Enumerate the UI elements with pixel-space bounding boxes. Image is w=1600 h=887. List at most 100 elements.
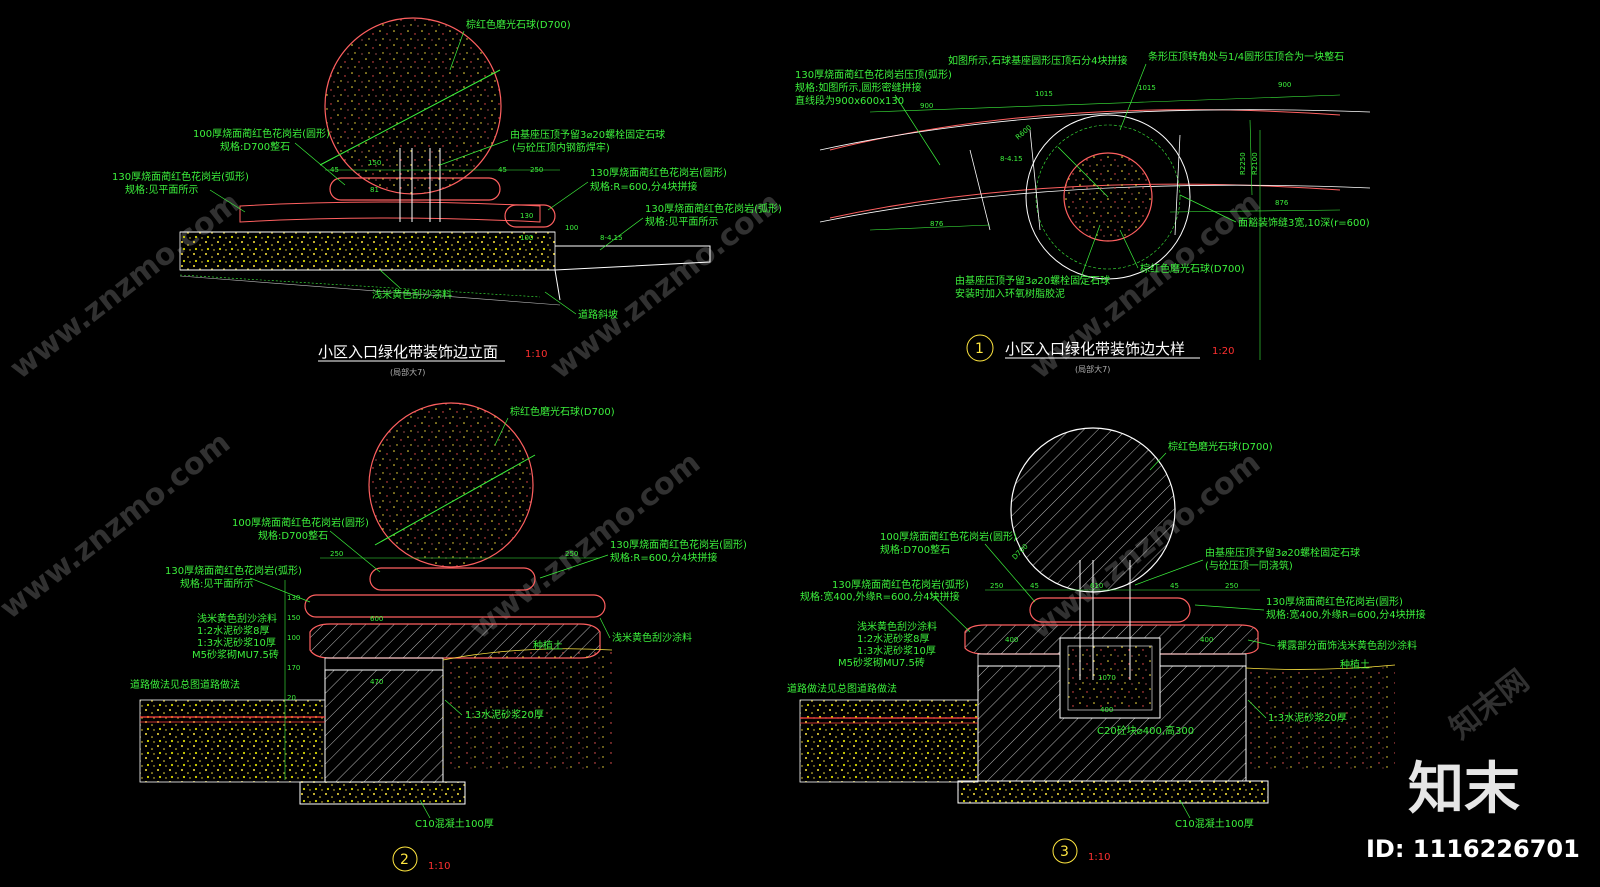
svg-text:900: 900 <box>920 102 933 110</box>
label: 130厚烧面蔺红色花岗岩(圆形) <box>590 166 727 179</box>
svg-text:400: 400 <box>1100 706 1113 714</box>
view-scale: 1:10 <box>428 861 450 872</box>
view-scale: 1:20 <box>1212 346 1234 357</box>
svg-text:8-4.15: 8-4.15 <box>600 234 623 242</box>
svg-text:876: 876 <box>1275 199 1289 207</box>
label: 由基座压顶予留3⌀20螺栓固定石球 <box>1205 546 1360 559</box>
svg-text:900: 900 <box>1278 81 1291 89</box>
label: 规格:D700整石 <box>258 529 328 542</box>
label: 由基座压顶予留3⌀20螺栓固定石球 <box>955 274 1110 287</box>
label: 规格:如图所示,圆形密缝拼接 <box>795 81 922 94</box>
label: 规格:D700整石 <box>880 543 950 556</box>
label: 浅米黄色刮沙涂料 <box>857 620 937 633</box>
label: 规格:见平面所示 <box>125 183 198 196</box>
svg-text:R2250: R2250 <box>1239 152 1247 175</box>
svg-text:100: 100 <box>565 224 578 232</box>
label: C10混凝土100厚 <box>1175 817 1254 830</box>
svg-text:130: 130 <box>520 212 533 220</box>
view-number: 2 <box>400 852 409 868</box>
label: 1:3水泥砂浆20厚 <box>1268 711 1347 724</box>
label: 130厚烧面蔺红色花岗岩(圆形) <box>1266 595 1403 608</box>
svg-text:1015: 1015 <box>1138 84 1156 92</box>
label: 面豁装饰缝3宽,10深(r=600) <box>1238 216 1370 229</box>
svg-text:45: 45 <box>1030 582 1039 590</box>
view-number: 1 <box>975 341 984 357</box>
svg-text:876: 876 <box>930 220 944 228</box>
label: 130厚烧面蔺红色花岗岩压顶(弧形) <box>795 68 952 81</box>
label: 棕红色磨光石球(D700) <box>1140 262 1245 275</box>
svg-text:470: 470 <box>370 678 383 686</box>
svg-text:1070: 1070 <box>1098 674 1116 682</box>
svg-text:170: 170 <box>287 664 300 672</box>
round-base <box>329 177 501 201</box>
label: 棕红色磨光石球(D700) <box>1168 440 1273 453</box>
svg-text:R2100: R2100 <box>1251 152 1259 175</box>
view-section-2: 棕红色磨光石球(D700) 100厚烧面蔺红色花岗岩(圆形) 规格:D700整石… <box>130 402 747 872</box>
label: 道路做法见总图道路做法 <box>130 678 240 691</box>
view-scale: 1:10 <box>1088 852 1110 863</box>
label: 1:3水泥砂浆10厚 <box>197 636 276 649</box>
label: 1:2水泥砂浆8厚 <box>197 624 269 637</box>
label: 1:3水泥砂浆10厚 <box>857 644 936 657</box>
label: 直线段为900x600x130 <box>795 94 904 107</box>
svg-text:610: 610 <box>1090 582 1103 590</box>
label: 棕红色磨光石球(D700) <box>466 18 571 31</box>
label: C20砼块⌀400,高300 <box>1097 724 1194 737</box>
label: M5砂浆砌MU7.5砖 <box>838 656 925 669</box>
svg-text:250: 250 <box>990 582 1003 590</box>
label: 1:3水泥砂浆20厚 <box>465 708 544 721</box>
label: 种植土 <box>1340 658 1370 671</box>
svg-text:250: 250 <box>565 550 578 558</box>
label: 如图所示,石球基座圆形压顶石分4块拼接 <box>948 54 1128 67</box>
svg-text:100: 100 <box>287 634 300 642</box>
svg-text:250: 250 <box>1225 582 1238 590</box>
label: 130厚烧面蔺红色花岗岩(圆形) <box>610 538 747 551</box>
label: 浅米黄色刮沙涂料 <box>372 288 452 301</box>
label: 道路斜坡 <box>578 308 618 321</box>
brand-logo: 知末 <box>1408 757 1520 822</box>
svg-text:130: 130 <box>287 594 300 602</box>
label: 规格:宽400,外缘R=600,分4块拼接 <box>800 590 960 603</box>
svg-text:150: 150 <box>287 614 300 622</box>
watermark-text: www.znzmo.com <box>3 185 247 386</box>
view-title: 小区入口绿化带装饰边大样 <box>1005 340 1185 358</box>
view-subtitle: (局部大7) <box>1075 364 1110 374</box>
svg-text:45: 45 <box>1170 582 1179 590</box>
image-id: ID: 1116226701 <box>1366 835 1580 863</box>
watermark-text: www.znzmo.com <box>543 185 787 386</box>
label: 裸露部分面饰浅米黄色刮沙涂料 <box>1277 639 1417 652</box>
svg-text:400: 400 <box>1005 636 1018 644</box>
label: 规格:R=600,分4块拼接 <box>610 551 717 564</box>
label: 规格:见平面所示 <box>180 577 253 590</box>
label: 安装时加入环氧树脂胶泥 <box>955 287 1065 300</box>
label: 100厚烧面蔺红色花岗岩(圆形) <box>880 530 1017 543</box>
svg-text:600: 600 <box>370 615 383 623</box>
view-section-3: 棕红色磨光石球(D700) 100厚烧面蔺红色花岗岩(圆形) 规格:D700整石… <box>787 427 1426 864</box>
view-scale: 1:10 <box>525 349 547 360</box>
svg-text:250: 250 <box>330 550 343 558</box>
view-plan: 如图所示,石球基座圆形压顶石分4块拼接 条形压顶转角处与1/4圆形压顶合为一块整… <box>795 50 1371 374</box>
svg-text:400: 400 <box>1200 636 1213 644</box>
label: 由基座压顶予留3⌀20螺栓固定石球 <box>510 128 665 141</box>
view-elevation: 棕红色磨光石球(D700) 100厚烧面蔺红色花岗岩(圆形) 规格:D700整石… <box>112 17 782 377</box>
label: 100厚烧面蔺红色花岗岩(圆形) <box>193 127 330 140</box>
view-number: 3 <box>1060 844 1069 860</box>
label: 130厚烧面蔺红色花岗岩(弧形) <box>645 202 782 215</box>
label: 规格:D700整石 <box>220 140 290 153</box>
label: 道路做法见总图道路做法 <box>787 682 897 695</box>
label: 130厚烧面蔺红色花岗岩(弧形) <box>112 170 249 183</box>
svg-text:100: 100 <box>520 234 533 242</box>
label: C10混凝土100厚 <box>415 817 494 830</box>
view-title: 小区入口绿化带装饰边立面 <box>318 343 498 361</box>
label: 棕红色磨光石球(D700) <box>510 405 615 418</box>
label: 规格:见平面所示 <box>645 215 718 228</box>
label: 种植土 <box>533 639 563 652</box>
label: 100厚烧面蔺红色花岗岩(圆形) <box>232 516 369 529</box>
label: 浅米黄色刮沙涂料 <box>612 631 692 644</box>
label: 条形压顶转角处与1/4圆形压顶合为一块整石 <box>1148 50 1344 63</box>
view-subtitle: (局部大7) <box>390 367 425 377</box>
label: 规格:R=600,分4块拼接 <box>590 180 697 193</box>
label: 浅米黄色刮沙涂料 <box>197 612 277 625</box>
label: 规格:宽400,外缘R=600,分4块拼接 <box>1266 608 1426 621</box>
